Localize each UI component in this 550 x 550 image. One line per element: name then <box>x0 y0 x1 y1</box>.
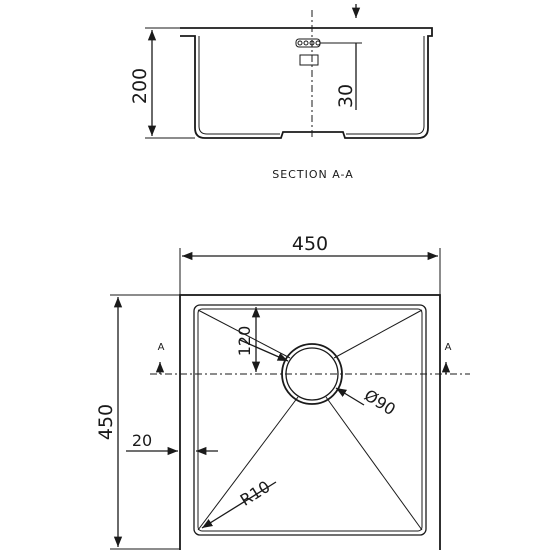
dim-30-label: 30 <box>335 84 357 108</box>
section-title: SECTION A-A <box>272 168 354 181</box>
section-mark-right: A <box>445 342 452 353</box>
plan-bowl-outer <box>193 304 427 536</box>
dim-450w-label: 450 <box>292 233 328 255</box>
section-sink-profile <box>180 27 433 139</box>
dim-200-label: 200 <box>129 68 151 104</box>
dim-90-leader-b <box>335 387 365 406</box>
plan-fold-lines <box>197 309 423 531</box>
section-mark-left: A <box>158 342 165 353</box>
plan-view: A A 450 450 120 Ø90 20 R10 <box>95 233 470 550</box>
dim-90-leader-a <box>239 339 289 362</box>
section-sink-inner <box>198 36 425 135</box>
waste-fitting <box>295 38 321 66</box>
plan-bowl-inner <box>197 308 423 532</box>
dim-r10-leader <box>201 481 277 529</box>
dim-r10-label: R10 <box>237 477 274 510</box>
section-view: 200 30 SECTION A-A <box>129 4 433 181</box>
dim-120-label: 120 <box>235 326 254 357</box>
dim-450h-label: 450 <box>95 404 117 440</box>
dim-20-label: 20 <box>132 431 152 450</box>
dim-90-label: Ø90 <box>361 386 399 420</box>
plan-outer-flange <box>179 294 441 550</box>
